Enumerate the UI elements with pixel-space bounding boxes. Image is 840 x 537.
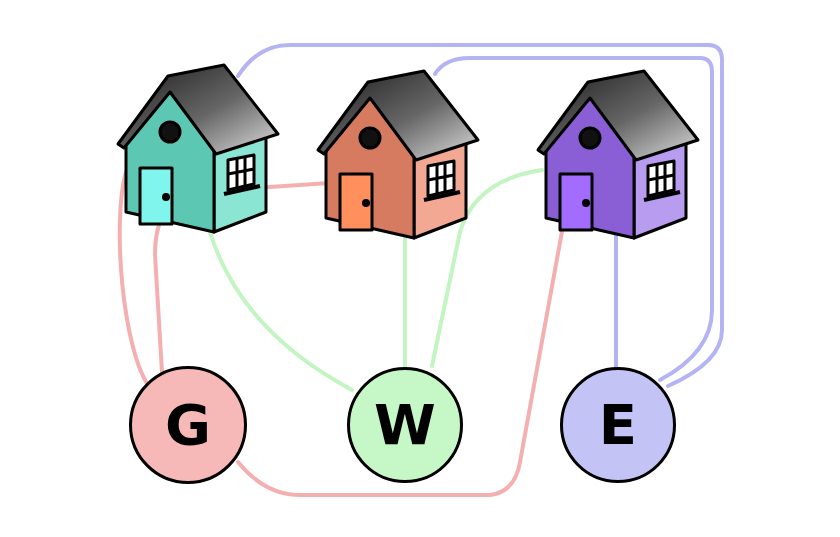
circle-fill [349,369,462,482]
electric-line [238,45,722,386]
house-roof [318,71,478,160]
side-window [228,155,254,190]
water-line [210,232,352,390]
window-sill [644,192,680,200]
utility-letter: G [165,397,211,453]
circle-fill [562,369,675,482]
houses [118,65,698,238]
utility-letter: E [599,397,637,453]
electric-line [435,58,712,380]
house [118,65,278,232]
door-knob [164,195,169,200]
window-bars [428,163,454,195]
gas-line [238,215,565,495]
house-door [340,174,372,230]
circle-fill [131,368,246,483]
door-knob [584,201,589,206]
utility-circle: G [129,366,247,484]
attic-window [580,128,600,148]
house [318,71,478,238]
electric-line [614,235,618,368]
door-knob [364,201,369,206]
side-window [428,161,454,196]
house-roof [538,71,698,160]
house [538,71,698,238]
house-door [140,168,172,224]
water-line [403,235,407,366]
utility-circle: E [560,367,676,483]
window-bars [648,163,674,195]
side-window [648,161,674,196]
attic-window [160,122,180,142]
window-sill [224,186,260,194]
house-door [560,174,592,230]
utility-letter: W [374,397,436,453]
window-sill [424,192,460,200]
window-bars [228,157,254,189]
attic-window [360,128,380,148]
house-roof [118,65,278,154]
utility-circle: W [347,367,463,483]
